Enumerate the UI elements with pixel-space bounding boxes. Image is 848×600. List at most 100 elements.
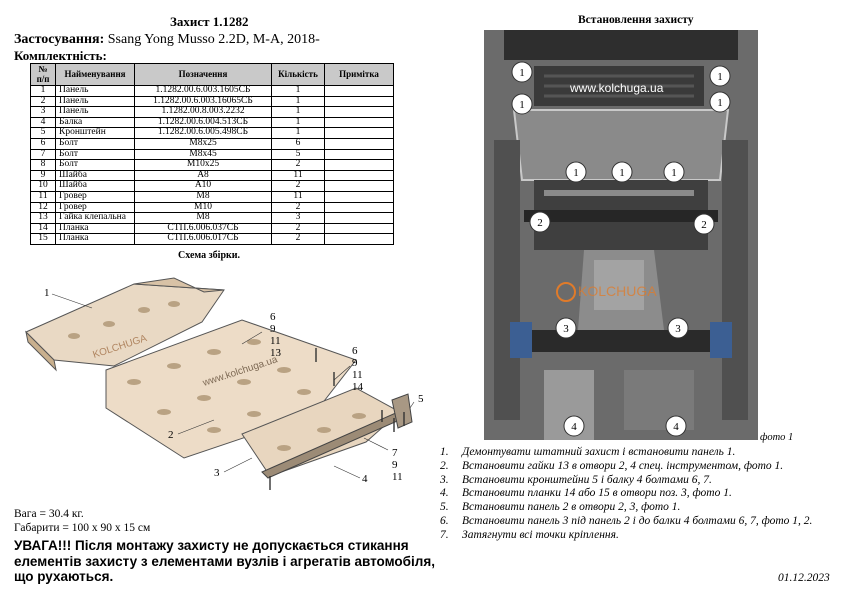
cell-num: 4 [30,116,56,129]
cell-num: 7 [30,148,56,161]
cell-name: Планка [55,233,135,245]
cell-name: Панель [55,106,135,118]
usage-label: Застосування: [14,32,105,47]
photo-watermark: www.kolchuga.ua [569,81,664,95]
usage-line: Застосування: Ssang Yong Musso 2.2D, M-A… [14,32,320,48]
cell-name: Болт [55,159,135,171]
svg-text:1: 1 [717,71,723,83]
usage-value: Ssang Yong Musso 2.2D, M-A, 2018- [107,32,320,47]
callout-g3-b: 9 [392,459,398,471]
cell-num: 15 [30,233,56,245]
cell-note [324,95,394,108]
dimensions-spec: Габарити = 100 х 90 х 15 см [14,522,151,534]
install-step: 1.Демонтувати штатний захист і встановит… [440,446,840,460]
cell-num: 1 [30,85,56,97]
cell-num: 13 [30,212,56,224]
svg-text:2: 2 [701,219,707,231]
callout-2: 2 [168,429,174,441]
callout-g1-b: 9 [270,323,276,335]
marker-2b: 2 [693,213,715,235]
scheme-caption: Схема збірки. [178,250,241,261]
cell-num: 8 [30,159,56,171]
callout-4: 4 [362,473,368,485]
cell-num: 9 [30,169,56,182]
marker-1g: 1 [663,161,685,183]
install-step: 6.Встановити панель 3 під панель 2 і до … [440,515,840,529]
step-text: Встановити планки 14 або 15 в отвори поз… [462,487,732,500]
step-text: Встановити панель 3 під панель 2 і до ба… [462,514,813,527]
cell-qty: 2 [271,222,325,235]
cell-note [324,233,394,245]
cell-num: 14 [30,222,56,235]
cell-note [324,190,394,203]
cell-designation: M8x45 [134,148,272,161]
cell-qty: 1 [271,95,325,108]
cell-qty: 2 [271,201,325,214]
svg-text:3: 3 [563,323,569,335]
cell-designation: A10 [134,180,272,192]
step-number: 5. [440,501,449,514]
cell-designation: 1.1282.00.8.003.2232 [134,106,272,118]
marker-1c: 1 [511,93,533,115]
svg-text:1: 1 [671,167,677,179]
callout-g3-a: 7 [392,447,398,459]
header-note: Примітка [324,63,394,86]
cell-designation: 1.1282.00.6.003.16065СБ [134,95,272,108]
header-num: № п/п [30,63,56,86]
cell-designation: M10x25 [134,159,272,171]
cell-designation: 1.1282.00.6.005.498СБ [134,127,272,139]
cell-qty: 11 [271,190,325,203]
svg-text:1: 1 [717,97,723,109]
install-title: Встановлення захисту [578,14,694,26]
callout-g2-b: 9 [352,357,358,369]
cell-num: 3 [30,106,56,118]
cell-note [324,106,394,118]
cell-qty: 2 [271,159,325,171]
document-date: 01.12.2023 [778,572,830,584]
marker-4a: 4 [563,415,585,437]
cell-qty: 2 [271,180,325,192]
kit-label: Комплектність: [14,48,107,63]
cell-qty: 3 [271,212,325,224]
marker-1e: 1 [565,161,587,183]
cell-qty: 11 [271,169,325,182]
cell-num: 5 [30,127,56,139]
step-number: 1. [440,446,449,458]
marker-2a: 2 [529,211,551,233]
cell-designation: M8x25 [134,137,272,150]
svg-text:3: 3 [675,323,681,335]
install-photo: www.kolchuga.ua KOLCHUGA 1 1 1 1 1 1 1 2… [484,30,758,440]
cell-note [324,180,394,192]
header-name: Найменування [55,63,135,86]
install-step: 5.Встановити панель 2 в отвори 2, 3, фот… [440,501,840,515]
kolchuga-logo-icon [556,282,576,302]
marker-1b: 1 [709,65,731,87]
callout-g1-c: 11 [270,335,281,347]
cell-designation: 1.1282.00.6.003.1605СБ [134,85,272,97]
callout-g1-a: 6 [270,311,276,323]
install-step: 7.Затягнути всі точки кріплення. [440,529,840,543]
marker-4b: 4 [665,415,687,437]
cell-note [324,159,394,171]
cell-num: 12 [30,201,56,214]
svg-text:4: 4 [571,421,577,433]
callout-g2-a: 6 [352,345,358,357]
svg-text:1: 1 [619,167,625,179]
photo-brand: KOLCHUGA [578,283,657,299]
svg-text:1: 1 [519,99,525,111]
cell-qty: 1 [271,116,325,129]
cell-num: 6 [30,137,56,150]
cell-designation: M8 [134,212,272,224]
install-steps: 1.Демонтувати штатний захист і встановит… [440,446,840,543]
cell-qty: 5 [271,148,325,161]
callout-5: 5 [418,393,424,405]
cell-qty: 6 [271,137,325,150]
cell-name: Панель [55,85,135,97]
